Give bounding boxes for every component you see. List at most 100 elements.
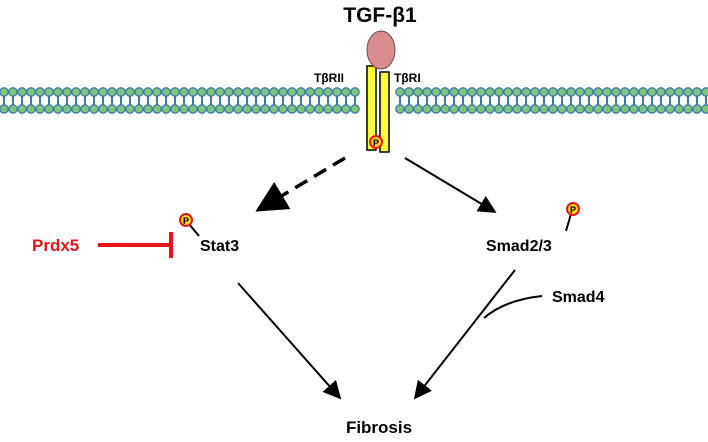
lipid-head bbox=[134, 104, 144, 114]
lipid-head bbox=[215, 87, 225, 97]
lipid-head bbox=[197, 87, 207, 97]
lipid-head bbox=[125, 87, 135, 97]
type2-receptor-label: TβRII bbox=[314, 71, 344, 85]
lipid-head bbox=[404, 104, 414, 114]
lipid-head bbox=[17, 104, 27, 114]
lipid-head bbox=[206, 104, 216, 114]
lipid-head bbox=[305, 87, 315, 97]
lipid-head bbox=[323, 104, 333, 114]
lipid-head bbox=[350, 104, 360, 114]
stat3-to-fibrosis-arrow bbox=[237, 282, 342, 400]
lipid-head bbox=[503, 104, 513, 114]
smad23-phospho-badge: P bbox=[565, 202, 580, 232]
lipid-head bbox=[0, 87, 9, 97]
lipid-head bbox=[71, 87, 81, 97]
lipid-head bbox=[503, 87, 513, 97]
lipid-head bbox=[647, 87, 657, 97]
lipid-head bbox=[287, 104, 297, 114]
prdx5-label: Prdx5 bbox=[32, 236, 79, 255]
lipid-head bbox=[458, 104, 468, 114]
lipid-head bbox=[413, 104, 423, 114]
lipid-head bbox=[314, 104, 324, 114]
lipid-head bbox=[656, 104, 666, 114]
lipid-head bbox=[125, 104, 135, 114]
ligand-title: TGF-β1 bbox=[343, 4, 417, 27]
lipid-head bbox=[251, 104, 261, 114]
lipid-head bbox=[485, 104, 495, 114]
lipid-head bbox=[116, 87, 126, 97]
receptor-to-smad23-arrow bbox=[404, 157, 497, 213]
lipid-head bbox=[611, 87, 621, 97]
lipid-head bbox=[260, 87, 270, 97]
lipid-head bbox=[35, 87, 45, 97]
lipid-head bbox=[494, 104, 504, 114]
lipid-head bbox=[161, 87, 171, 97]
lipid-head bbox=[512, 104, 522, 114]
stat3-phospho-badge: P bbox=[179, 213, 200, 237]
lipid-head bbox=[521, 104, 531, 114]
lipid-head bbox=[431, 104, 441, 114]
smad23-phospho-label: P bbox=[570, 205, 576, 215]
lipid-head bbox=[629, 104, 639, 114]
lipid-head bbox=[611, 104, 621, 114]
lipid-head bbox=[143, 87, 153, 97]
lipid-head bbox=[341, 87, 351, 97]
lipid-head bbox=[197, 104, 207, 114]
lipid-head bbox=[440, 104, 450, 114]
lipid-head bbox=[692, 104, 702, 114]
lipid-head bbox=[188, 87, 198, 97]
lipid-head bbox=[242, 104, 252, 114]
lipid-head bbox=[26, 87, 36, 97]
lipid-head bbox=[98, 87, 108, 97]
lipid-head bbox=[593, 87, 603, 97]
lipid-head bbox=[683, 104, 693, 114]
lipid-head bbox=[107, 87, 117, 97]
lipid-head bbox=[494, 87, 504, 97]
lipid-head bbox=[530, 87, 540, 97]
lipid-head bbox=[206, 87, 216, 97]
lipid-head bbox=[8, 104, 18, 114]
lipid-head bbox=[476, 87, 486, 97]
lipid-head bbox=[170, 87, 180, 97]
lipid-head bbox=[449, 87, 459, 97]
lipid-head bbox=[188, 104, 198, 114]
lipid-head bbox=[62, 104, 72, 114]
lipid-head bbox=[53, 104, 63, 114]
lipid-head bbox=[53, 87, 63, 97]
lipid-head bbox=[278, 104, 288, 114]
lipid-head bbox=[89, 87, 99, 97]
lipid-head bbox=[449, 104, 459, 114]
lipid-head bbox=[575, 104, 585, 114]
lipid-head bbox=[71, 104, 81, 114]
receptor-phospho-label: P bbox=[373, 138, 379, 148]
lipid-head bbox=[287, 87, 297, 97]
lipid-head bbox=[539, 87, 549, 97]
lipid-head bbox=[638, 104, 648, 114]
lipid-head bbox=[440, 87, 450, 97]
lipid-head bbox=[584, 104, 594, 114]
stat3-phospho-label: P bbox=[183, 216, 189, 226]
lipid-head bbox=[8, 87, 18, 97]
lipid-head bbox=[566, 87, 576, 97]
lipid-head bbox=[620, 87, 630, 97]
lipid-head bbox=[224, 87, 234, 97]
lipid-head bbox=[674, 104, 684, 114]
lipid-head bbox=[638, 87, 648, 97]
lipid-head bbox=[467, 104, 477, 114]
lipid-head bbox=[314, 87, 324, 97]
lipid-head bbox=[530, 104, 540, 114]
lipid-head bbox=[35, 104, 45, 114]
lipid-head bbox=[116, 104, 126, 114]
lipid-head bbox=[683, 87, 693, 97]
lipid-head bbox=[647, 104, 657, 114]
lipid-head bbox=[278, 87, 288, 97]
lipid-head bbox=[521, 87, 531, 97]
lipid-head bbox=[89, 104, 99, 114]
lipid-head bbox=[152, 104, 162, 114]
lipid-head bbox=[476, 104, 486, 114]
cell-membrane bbox=[0, 87, 708, 114]
lipid-head bbox=[44, 87, 54, 97]
lipid-head bbox=[566, 104, 576, 114]
type1-receptor-bar bbox=[379, 71, 390, 153]
lipid-head bbox=[692, 87, 702, 97]
